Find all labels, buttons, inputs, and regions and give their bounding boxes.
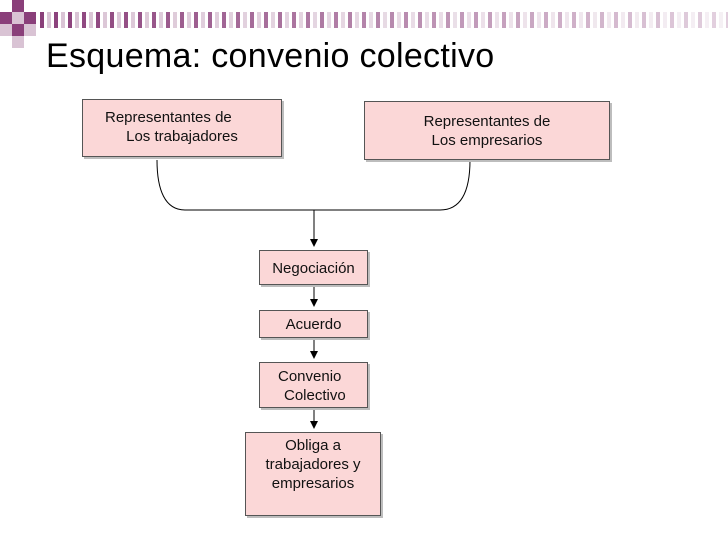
collective-agreement-box: Convenio Colectivo	[259, 362, 368, 408]
workers-representatives-box: Representantes de Los trabajadores	[82, 99, 282, 157]
title-decoration-pattern	[0, 0, 728, 48]
workers-line-2: Los trabajadores	[126, 128, 238, 145]
convention-line-2: Colectivo	[284, 387, 346, 404]
obligation-line-2: trabajadores y	[265, 456, 361, 473]
agreement-label: Acuerdo	[285, 316, 342, 333]
agreement-box: Acuerdo	[259, 310, 368, 338]
employers-line-2: Los empresarios	[431, 132, 543, 149]
employers-line-1: Representantes de	[423, 113, 551, 130]
negotiation-box: Negociación	[259, 250, 368, 285]
slide-title: Esquema: convenio colectivo	[46, 37, 495, 75]
employers-representatives-box: Representantes de Los empresarios	[364, 101, 610, 160]
convention-line-1: Convenio	[278, 368, 342, 385]
obligation-line-3: empresarios	[271, 475, 355, 492]
negotiation-label: Negociación	[272, 260, 355, 277]
obligation-line-1: Obliga a	[285, 437, 341, 454]
merge-brace	[156, 159, 471, 211]
obligation-box: Obliga a trabajadores y empresarios	[245, 432, 381, 516]
workers-line-1: Representantes de	[105, 109, 232, 126]
